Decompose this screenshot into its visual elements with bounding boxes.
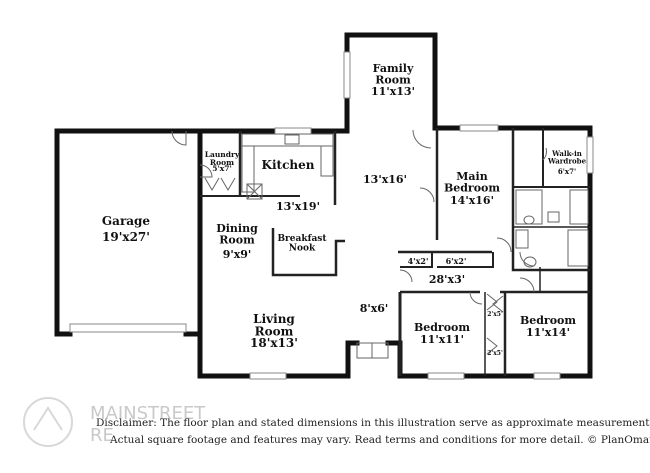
garage-dim: 19'x27': [102, 230, 150, 244]
watermark: MAINSTREET RE: [23, 397, 206, 447]
center-area-dim: 13'x16': [363, 173, 407, 186]
bedroom-1-dim: 11'x11': [420, 333, 464, 346]
bedroom-1-name: Bedroom: [414, 321, 470, 334]
garage-door: [69, 323, 187, 333]
windows: [249, 51, 594, 380]
closet-a-dim: 4'x2': [408, 256, 429, 266]
disclaimer-line-2: Actual square footage and features may v…: [109, 434, 650, 446]
garage-name: Garage: [102, 214, 151, 228]
kitchen-name: Kitchen: [262, 158, 315, 172]
living-room-dim: 18'x13': [250, 336, 298, 350]
bedroom-2-name: Bedroom: [520, 314, 576, 327]
disclaimer-line-1: Disclaimer: The floor plan and stated di…: [96, 417, 650, 429]
dining-room-dim: 9'x9': [223, 248, 252, 261]
closet-b-dim: 6'x2': [446, 256, 467, 266]
watermark-logo-icon: [23, 397, 73, 447]
kitchen-area-dim: 13'x19': [276, 200, 320, 213]
hall-dim: 28'x3': [429, 273, 465, 286]
fixtures: [241, 133, 589, 268]
foyer-dim: 8'x6': [360, 302, 389, 315]
bedroom-2-dim: 11'x14': [526, 326, 570, 339]
closet-d-dim: 2'x5': [487, 350, 503, 357]
main-bedroom-dim: 14'x16': [450, 194, 494, 207]
closet-c-dim: 2'x5': [487, 311, 503, 318]
watermark-line-2: RE: [90, 425, 114, 446]
interior-walls: [197, 128, 590, 376]
laundry-room-dim: 5'x7': [212, 164, 232, 173]
disclaimer: Disclaimer: The floor plan and stated di…: [96, 417, 650, 446]
watermark-line-1: MAINSTREET: [90, 403, 206, 424]
walkin-wardrobe-dim: 6'x7': [558, 167, 576, 176]
family-room-dim: 11'x13': [371, 85, 415, 98]
doors: [171, 129, 547, 359]
